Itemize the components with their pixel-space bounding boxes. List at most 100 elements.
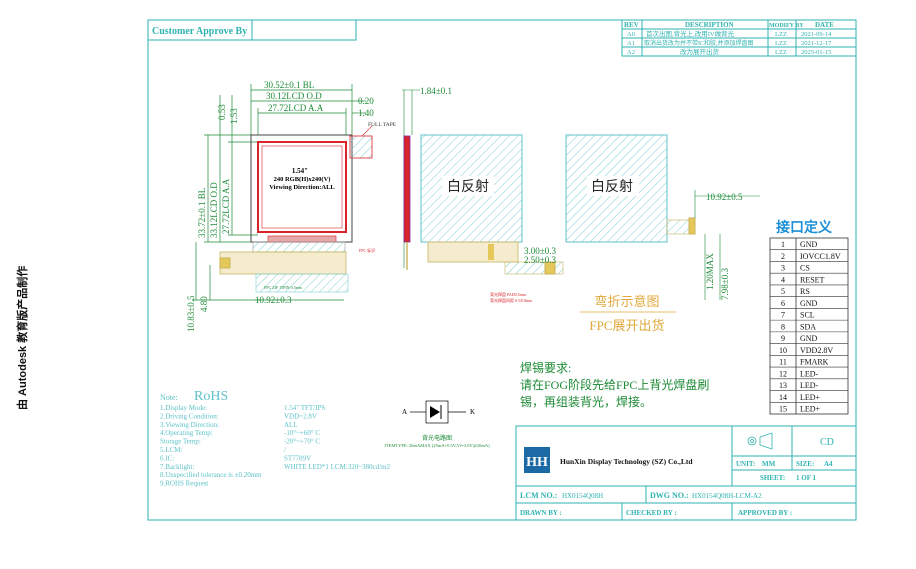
note-item-value: VDD=2.8V	[284, 412, 317, 420]
backlight-circuit-subtitle: ITEMTYPE: 20mAMAX (25mA+0.5V,Vf=3.0V@20m…	[384, 443, 490, 449]
rev-row-rev: A1	[627, 40, 635, 47]
cathode-label: K	[470, 408, 475, 416]
ic-strip	[267, 235, 337, 243]
dim-thickness: 1.84±0.1	[420, 86, 452, 96]
note-item-label: Storage Temp:	[160, 438, 201, 446]
pin-number: 12	[779, 369, 787, 378]
pin-signal: IOVCC1.8V	[800, 252, 841, 261]
pin-number: 7	[781, 311, 785, 320]
pin-signal: LED+	[800, 405, 821, 414]
pin-number: 6	[781, 299, 785, 308]
sheet-label: SHEET:	[760, 474, 785, 482]
rev-row-desc: 取消出货改为并不带IC和胶,并添加焊盘图	[644, 39, 754, 47]
notes-title: Note:	[160, 393, 178, 402]
note-item-label: 6.IC:	[160, 454, 174, 462]
rev-row-by: LZZ	[775, 31, 787, 38]
notes-block: Note: RoHS 1.Display Mode:1.54" TFT/IPS2…	[160, 389, 391, 488]
backlight-circuit: A K 背光电路图 ITEMTYPE: 20mAMAX (25mA+0.5V,V…	[384, 400, 490, 449]
pin-number: 13	[779, 381, 787, 390]
svg-text:背光焊盘 PAD0.5mm: 背光焊盘 PAD0.5mm	[490, 291, 527, 297]
rev-row-by: LZZ	[775, 49, 787, 56]
dim-fpc-width-right: 10.92±0.5	[706, 192, 743, 202]
svg-text:背光焊盘间距 0.5/0.8mm: 背光焊盘间距 0.5/0.8mm	[490, 297, 533, 303]
bend-diagram-title: 弯折示意图	[594, 294, 659, 309]
full-tape-label: FULL TAPE	[368, 122, 397, 128]
rohs-label: RoHS	[194, 389, 228, 404]
pin-number: 3	[781, 264, 785, 273]
pin-number: 2	[781, 252, 785, 261]
sheet-frame	[147, 19, 857, 521]
lcd-viewing-label: Viewing Direction:ALL	[269, 184, 335, 191]
drawn-by-label: DRAWN BY :	[520, 509, 562, 517]
rev-row-rev: A0	[627, 31, 635, 38]
interface-title: 接口定义	[776, 219, 832, 236]
rev-row-by: LZZ	[775, 40, 787, 47]
dim-bl-width: 30.52±0.1 BL	[264, 80, 314, 90]
dim-lcd-od-height: 33.12LCD O.D	[209, 182, 219, 238]
pin-number: 9	[781, 334, 785, 343]
customer-approve-label: Customer Approve By	[152, 26, 247, 37]
dim-7-98: 7.98±0.3	[720, 268, 730, 300]
svg-text:FPC 标识: FPC 标识	[359, 247, 375, 253]
note-item-label: 3.Viewing Direction:	[160, 421, 219, 429]
note-item-value: -20°~+70° C	[284, 438, 320, 446]
note-item-label: 8.Unspecified tolerance is ±0.20mm	[160, 471, 262, 479]
fpc-tail	[219, 251, 347, 275]
note-item-label: 7.Backlight:	[160, 463, 194, 471]
pin-signal: GND	[800, 299, 818, 308]
full-tape-area	[349, 135, 373, 159]
rev-row-date: 2021-09-14	[801, 31, 832, 38]
approved-by-label: APPROVED BY :	[738, 509, 792, 517]
lcd-size-label: 1.54"	[292, 167, 308, 175]
dim-0-53: 0.53	[217, 104, 227, 120]
bend-titles: 弯折示意图 FPC展开出货	[580, 294, 676, 333]
pin-signal: GND	[800, 240, 818, 249]
side-profile	[403, 135, 411, 243]
rev-header-rev: REV	[624, 21, 639, 29]
sheet-value: 1 OF 1	[796, 474, 816, 482]
pin-number: 14	[779, 393, 787, 402]
dim-fpc-width: 10.92±0.3	[255, 295, 292, 305]
back-view-unfolded: 白反射 10.92±0.5 1.20MAX 7.98±0.3	[565, 134, 760, 300]
white-reflect-label-left: 白反射	[447, 179, 489, 195]
backlight-circuit-title: 背光电路图	[422, 434, 452, 442]
note-item-label: 9.ROHS Request	[160, 480, 208, 488]
rev-row-date: 2025-01-15	[801, 49, 831, 56]
svg-text:FPC ZIF 15PIN 0.5mm: FPC ZIF 15PIN 0.5mm	[264, 285, 303, 290]
dim-1-53: 1.53	[229, 108, 239, 124]
dim-0-20: 0.20	[358, 96, 374, 106]
fpc-unfold-title: FPC展开出货	[589, 318, 664, 333]
pin-number: 5	[781, 287, 785, 296]
pin-signal: LED+	[800, 393, 821, 402]
dim-bl-height: 33.72±0.1 BL	[197, 188, 207, 238]
cd-label: CD	[820, 437, 834, 448]
pin-number: 4	[781, 275, 785, 284]
dim-2-50: 2.50±0.3	[524, 255, 556, 265]
pin-number: 15	[779, 405, 787, 414]
solder-requirements: 焊锡要求: 请在FOG阶段先给FPC上背光焊盘刷 锡，再组装背光，焊接。	[520, 360, 709, 409]
note-item-label: 1.Display Mode:	[160, 404, 207, 412]
pin-signal: FMARK	[800, 358, 829, 367]
dwg-no-label: DWG NO.:	[650, 491, 689, 500]
note-item-value: -10°~+60° C	[284, 429, 320, 437]
rev-row-desc: 首次出图,背光上,改用IV做背光	[646, 29, 735, 38]
dim-lcd-aa-width: 27.72LCD A.A	[268, 103, 324, 113]
dim-lcd-aa-height: 27.72LCD A.A	[221, 178, 231, 234]
front-view: 30.52±0.1 BL 30.12LCD O.D 27.72LCD A.A 0…	[186, 80, 397, 332]
checked-by-label: CHECKED BY :	[626, 509, 677, 517]
rev-row-rev: A2	[627, 49, 635, 56]
lcd-resolution-label: 240 RGB(H)x240(V)	[274, 176, 331, 183]
rev-header-desc: DESCRIPTION	[685, 21, 734, 29]
projection-symbol	[747, 432, 773, 450]
size-value: A4	[824, 460, 833, 468]
dim-3-00: 3.00±0.3	[524, 246, 556, 256]
pin-signal: LED-	[800, 369, 819, 378]
pin-number: 8	[781, 322, 785, 331]
dim-1-40: 1.40	[358, 108, 374, 118]
pin-signal: RESET	[800, 275, 825, 284]
back-view-bent: 白反射 背光焊盘 PAD0.5mm 背光焊盘间距 0.5/0.8mm 3.00±…	[420, 134, 564, 303]
note-item-label: 5.LCM:	[160, 446, 182, 454]
pin-signal: RS	[800, 287, 810, 296]
